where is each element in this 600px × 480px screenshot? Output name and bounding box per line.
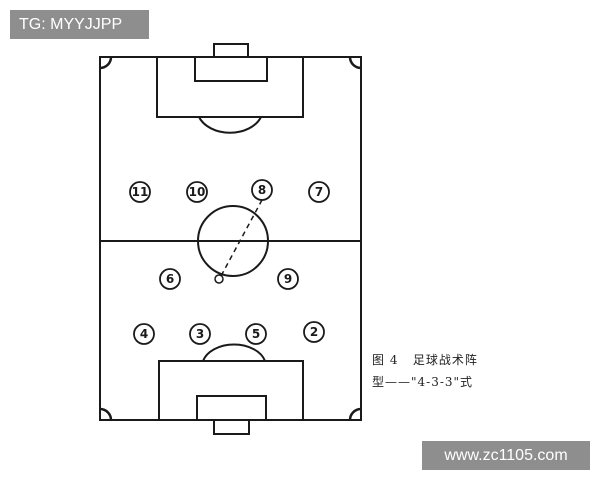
bottom-penalty-area: [158, 360, 304, 421]
player-circle-icon: [159, 268, 181, 290]
player-circle-icon: [133, 323, 155, 345]
bottom-goal-area: [196, 395, 267, 421]
player-number: 5: [252, 327, 260, 341]
top-penalty-arc: [198, 116, 262, 134]
player-circle-icon: [303, 321, 325, 343]
player-marker-7: 7: [308, 181, 330, 203]
player-marker-2: 2: [303, 321, 325, 343]
caption-line-2: 型——"4-3-3"式: [372, 375, 474, 389]
player-number: 11: [132, 185, 149, 199]
player-marker-3: 3: [189, 323, 211, 345]
player-circle-icon: [251, 179, 273, 201]
watermark-url: www.zc1105.com: [422, 441, 590, 470]
player-number: 3: [196, 327, 204, 341]
top-penalty-area: [156, 56, 304, 118]
corner-arc-tr: [348, 56, 362, 70]
corner-arc-bl: [99, 407, 113, 421]
player-marker-10: 10: [186, 181, 208, 203]
bottom-goal: [213, 419, 250, 435]
player-marker-11: 11: [129, 181, 151, 203]
player-circle-icon: [189, 323, 211, 345]
player-circle-icon: [308, 181, 330, 203]
corner-arc-tl: [99, 56, 113, 70]
ball-icon: [214, 274, 224, 284]
player-number: 4: [140, 327, 148, 341]
player-number: 6: [166, 272, 174, 286]
player-number: 10: [189, 185, 206, 199]
pitch: [99, 43, 362, 435]
caption-line-1: 图 4 足球战术阵: [372, 353, 478, 367]
figure-caption: 图 4 足球战术阵 型——"4-3-3"式: [372, 349, 478, 393]
top-goal: [213, 43, 249, 58]
player-marker-6: 6: [159, 268, 181, 290]
run-path-dashed: [220, 199, 263, 277]
player-marker-8: 8: [251, 179, 273, 201]
player-circle-icon: [129, 181, 151, 203]
pitch-boundary: [99, 56, 362, 421]
player-circle-icon: [277, 268, 299, 290]
player-marker-5: 5: [245, 323, 267, 345]
player-circle-icon: [245, 323, 267, 345]
corner-arc-br: [348, 407, 362, 421]
players: 11 10 8 7 6 9 4 3 5 2: [129, 179, 330, 345]
player-circle-icon: [186, 181, 208, 203]
player-marker-9: 9: [277, 268, 299, 290]
player-marker-4: 4: [133, 323, 155, 345]
bottom-penalty-arc: [202, 343, 266, 362]
center-circle: [197, 205, 269, 277]
watermark-top-left: TG: MYYJJPP: [10, 10, 149, 39]
player-number: 2: [310, 325, 318, 339]
player-number: 7: [315, 185, 323, 199]
top-goal-area: [194, 56, 268, 82]
player-number: 9: [284, 272, 292, 286]
player-number: 8: [258, 183, 266, 197]
